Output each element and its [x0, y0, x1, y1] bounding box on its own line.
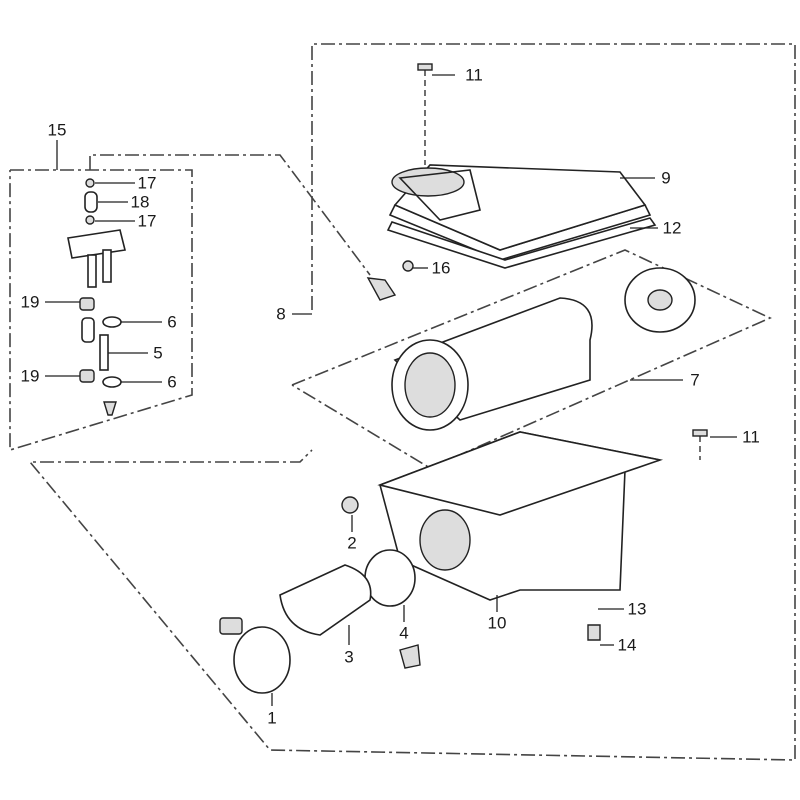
group-15-boundary — [9, 169, 193, 452]
lid-gasket — [386, 217, 657, 269]
air-box-housing — [377, 431, 664, 601]
callout-17-b: 17 — [137, 211, 157, 231]
callout-15: 15 — [47, 120, 67, 140]
group-7-boundary — [291, 249, 772, 469]
callout-11-top: 11 — [465, 65, 483, 85]
callout-16: 16 — [431, 258, 451, 278]
drain-elbow — [399, 644, 421, 669]
callout-6-a: 6 — [167, 312, 177, 332]
callout-18: 18 — [130, 192, 150, 212]
hose-path — [89, 154, 371, 276]
filter-cap — [624, 267, 696, 333]
air-box-lid — [388, 164, 652, 261]
callout-10: 10 — [487, 613, 507, 633]
callout-13: 13 — [627, 599, 647, 619]
callout-3: 3 — [344, 647, 354, 667]
hose-clamp — [233, 626, 291, 694]
clamp-screw — [219, 617, 243, 635]
callout-19-a: 19 — [20, 292, 40, 312]
callout-8: 8 — [276, 304, 286, 324]
callout-12: 12 — [662, 218, 682, 238]
clamp-ring — [364, 549, 416, 607]
breather-elbow — [366, 277, 397, 301]
drain-plug — [587, 624, 601, 641]
grommet — [341, 496, 359, 514]
group-8-boundary — [28, 43, 796, 761]
callout-2: 2 — [347, 533, 357, 553]
callout-4: 4 — [399, 623, 409, 643]
filter-element — [391, 297, 593, 431]
callout-9: 9 — [661, 168, 671, 188]
callout-14: 14 — [617, 635, 637, 655]
screw-right — [692, 429, 708, 460]
valve-assembly — [67, 178, 126, 416]
intake-duct — [279, 564, 372, 636]
callout-19-b: 19 — [20, 366, 40, 386]
callout-11-right: 11 — [742, 427, 760, 447]
callout-17-a: 17 — [137, 173, 157, 193]
callout-6-b: 6 — [167, 372, 177, 392]
leader-lines — [45, 74, 737, 706]
washer-16 — [402, 260, 414, 272]
callout-7: 7 — [690, 370, 700, 390]
callout-5: 5 — [153, 343, 163, 363]
screw-top — [417, 63, 433, 165]
callout-1: 1 — [267, 708, 277, 728]
